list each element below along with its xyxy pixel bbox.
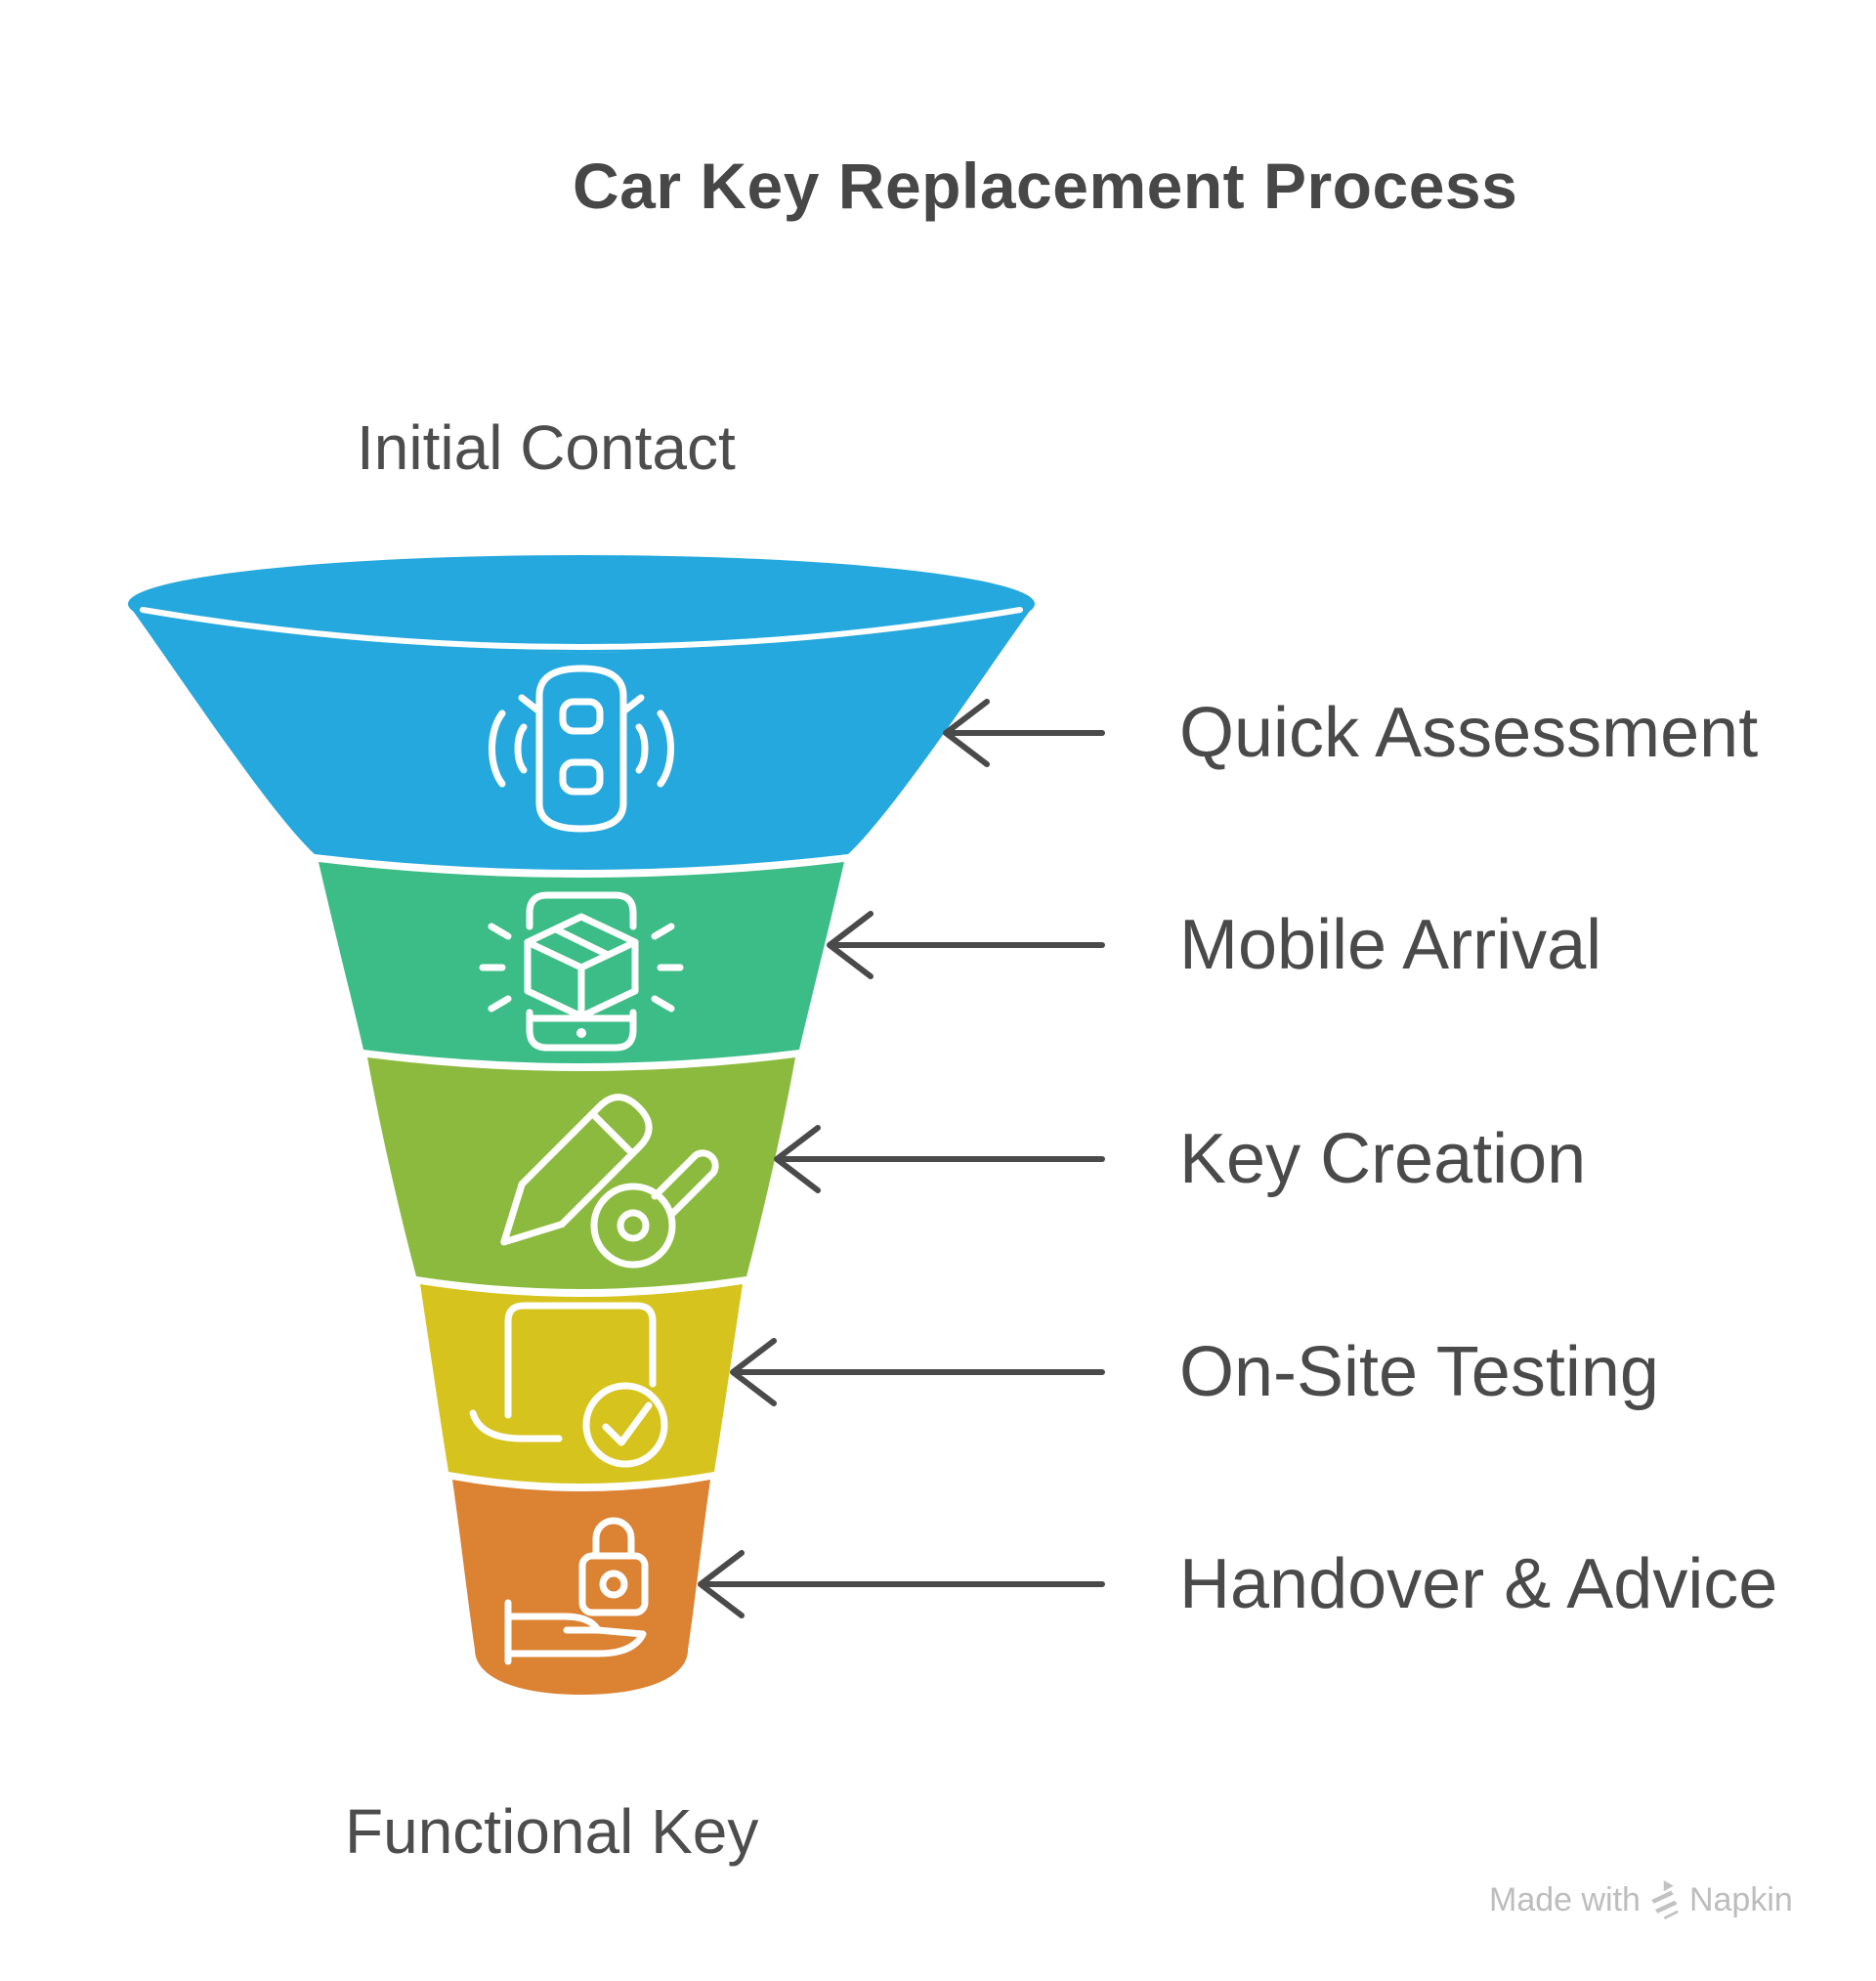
phone-package-icon bbox=[479, 891, 684, 1052]
funnel-segment-key-creation bbox=[367, 1057, 795, 1289]
laptop-check-icon bbox=[469, 1302, 668, 1468]
watermark-brand: Napkin bbox=[1688, 1880, 1793, 1918]
car-remote-signal-icon bbox=[489, 665, 674, 833]
lock-hand-icon bbox=[504, 1517, 649, 1665]
step-label-key-creation: Key Creation bbox=[1179, 1120, 1587, 1198]
funnel-segments bbox=[128, 555, 1035, 1695]
connector-arrows bbox=[698, 699, 1105, 1618]
funnel-segment-mobile-arrival bbox=[319, 862, 844, 1063]
arrow-on-site-testing bbox=[730, 1338, 1105, 1406]
watermark-prefix: Made with bbox=[1489, 1880, 1641, 1918]
page-title: Car Key Replacement Process bbox=[573, 150, 1518, 222]
funnel-input-label: Initial Contact bbox=[357, 412, 736, 483]
funnel-segment-on-site-testing bbox=[420, 1284, 743, 1484]
arrow-quick-assessment bbox=[943, 699, 1105, 767]
step-label-handover-advice: Handover & Advice bbox=[1179, 1545, 1778, 1623]
arrow-mobile-arrival bbox=[827, 911, 1105, 979]
step-label-on-site-testing: On-Site Testing bbox=[1179, 1333, 1659, 1411]
funnel-output-label: Functional Key bbox=[345, 1796, 759, 1867]
funnel-icons bbox=[469, 665, 719, 1665]
napkin-logo-icon bbox=[1651, 1880, 1679, 1919]
funnel-segment-quick-assessment bbox=[128, 604, 1035, 870]
funnel-mouth-ellipse bbox=[128, 555, 1035, 653]
arrow-handover-advice bbox=[698, 1550, 1105, 1618]
watermark: Made with Napkin bbox=[1489, 1873, 1793, 1927]
pen-key-icon bbox=[500, 1094, 719, 1269]
funnel-mouth-lip-line bbox=[140, 607, 1023, 650]
arrow-key-creation bbox=[774, 1125, 1105, 1193]
step-label-quick-assessment: Quick Assessment bbox=[1179, 694, 1759, 772]
step-label-mobile-arrival: Mobile Arrival bbox=[1179, 906, 1602, 984]
